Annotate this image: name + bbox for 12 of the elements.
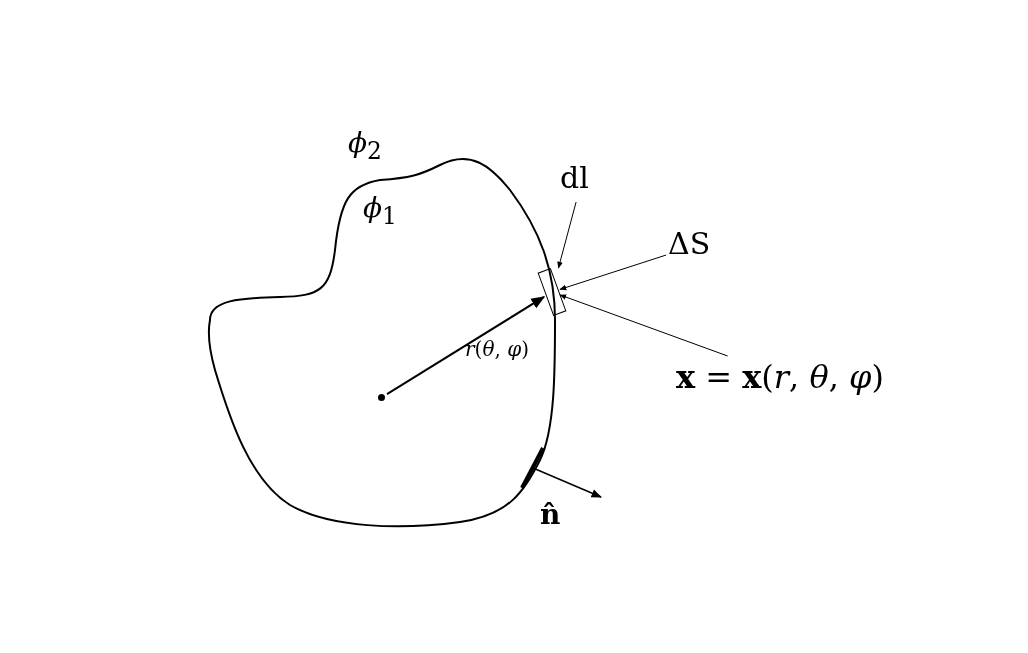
radius-arrow (386, 295, 546, 396)
edge-label: r(θ, φ) (465, 338, 529, 360)
center-point (378, 394, 385, 401)
leader-line (557, 201, 577, 269)
leader-line (559, 294, 729, 357)
potential-label: ϕ$_{1}$ (363, 193, 397, 230)
leader-line (559, 254, 667, 291)
position-formula: x = x(r, θ, φ) (676, 358, 911, 402)
symbol-label: ΔS (668, 226, 720, 266)
symbol-label: dl (560, 160, 604, 200)
potential-label: ϕ$_{2}$ (348, 128, 382, 165)
unit-normal-label: n̂ (540, 500, 561, 531)
